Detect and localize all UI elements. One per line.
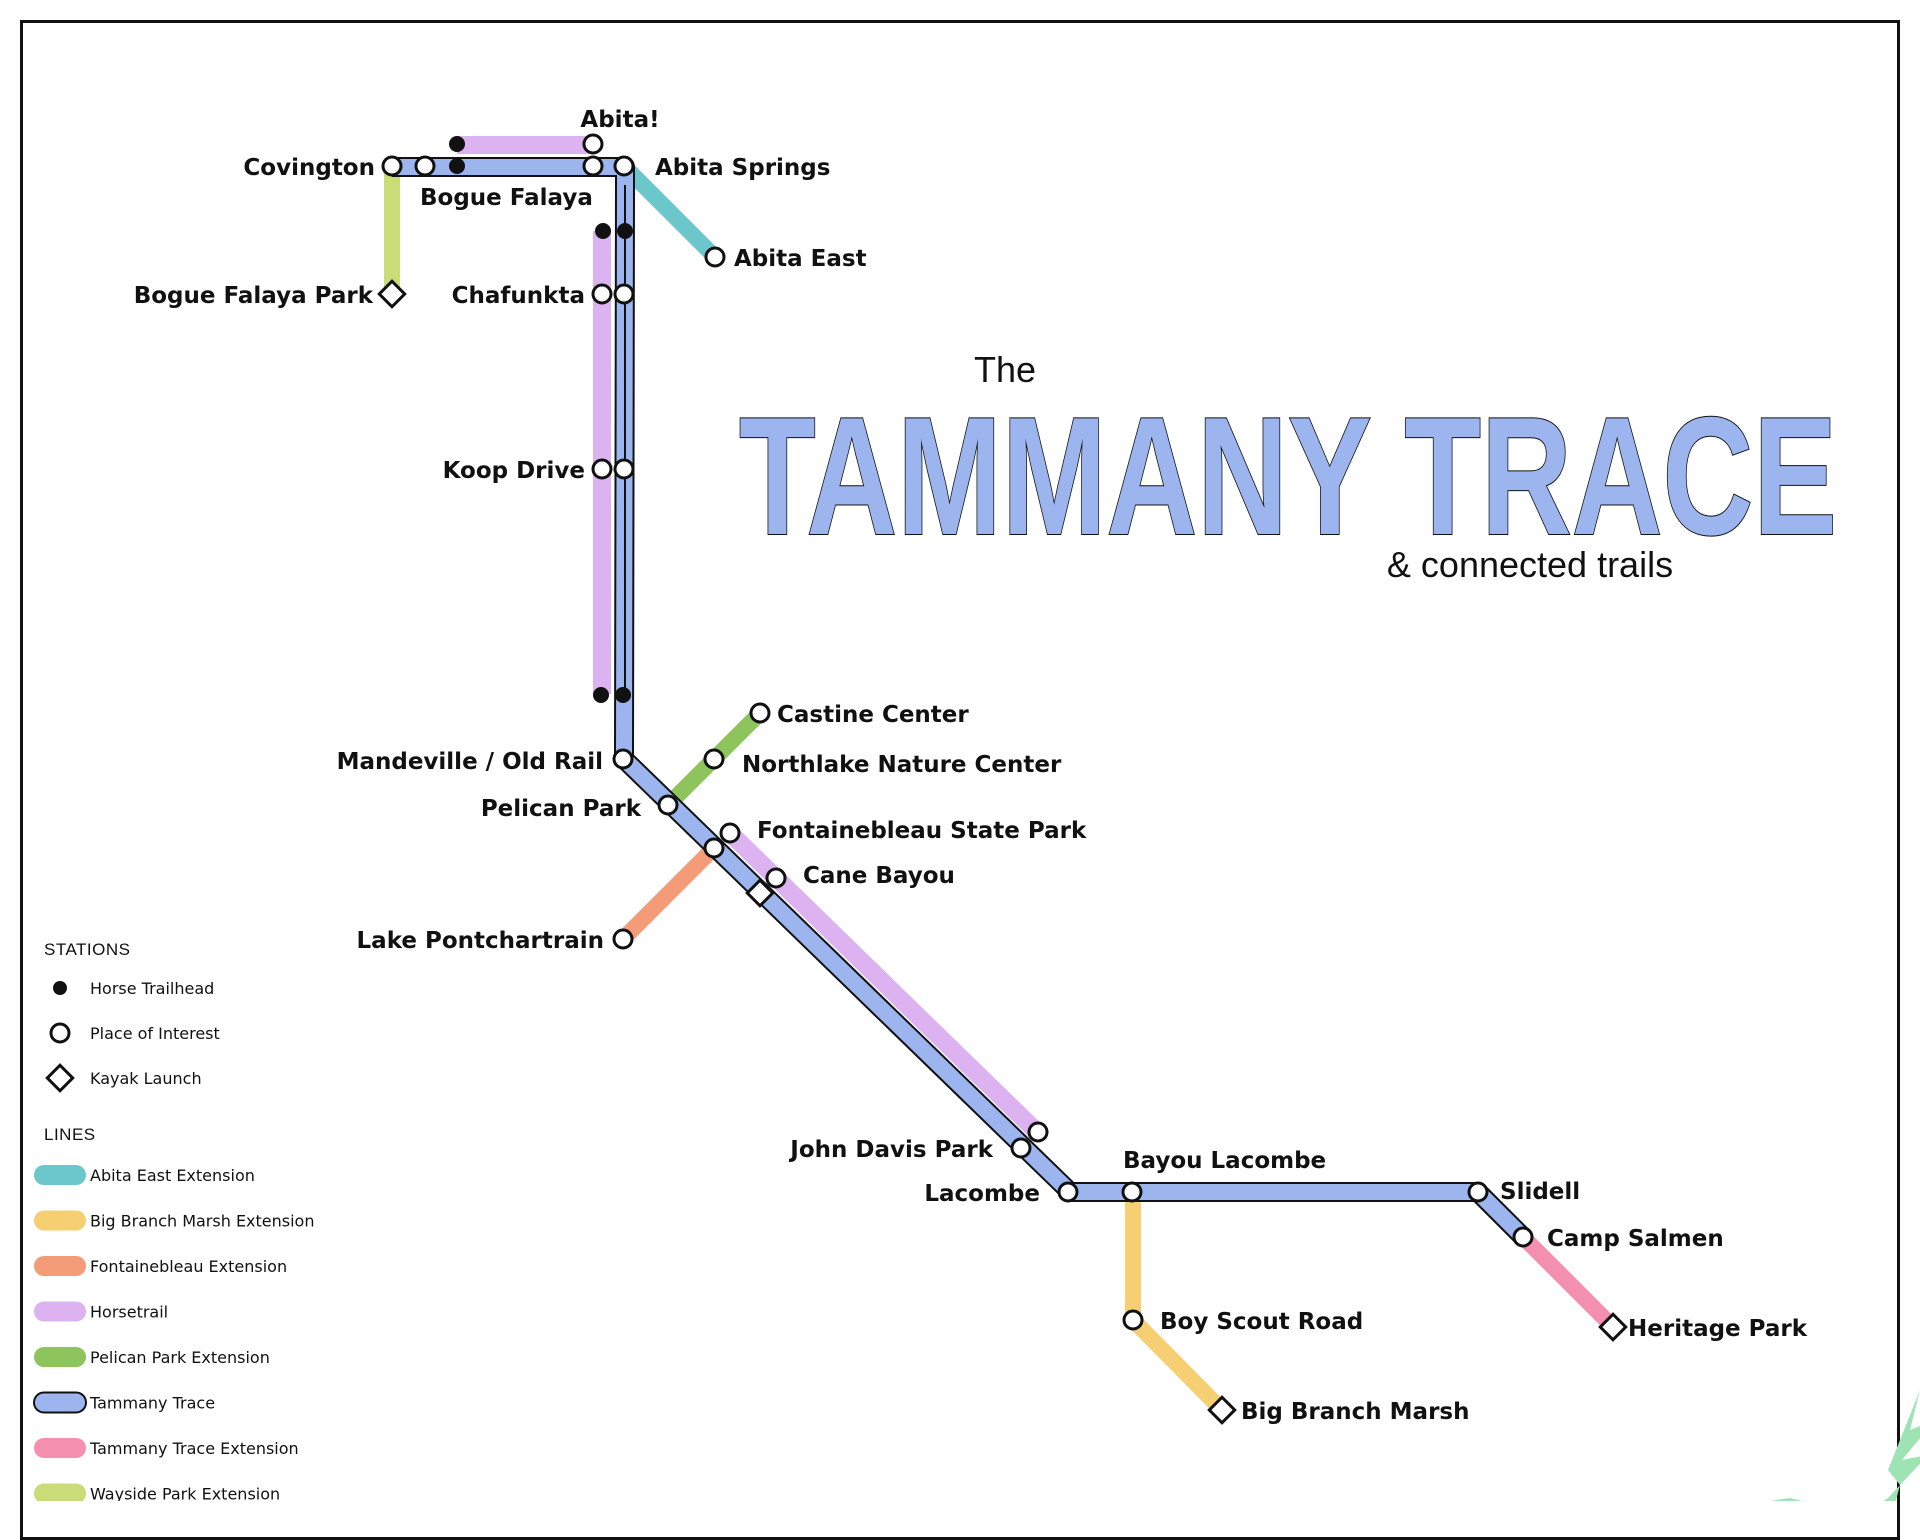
legend-line-label: Abita East Extension xyxy=(90,1166,255,1185)
station-label: Bogue Falaya xyxy=(420,185,593,211)
fontainebleau-junction-marker xyxy=(703,837,725,859)
station-label: Fontainebleau State Park xyxy=(757,818,1087,844)
chafunkta-horse-marker xyxy=(591,283,613,305)
abita-junction-marker xyxy=(582,155,604,177)
station-label: Northlake Nature Center xyxy=(742,752,1062,778)
bogue-falaya-marker xyxy=(414,155,436,177)
legend-station-label: Horse Trailhead xyxy=(90,979,214,998)
cane-bayou-kayak-marker xyxy=(745,878,775,908)
chafunkta-marker xyxy=(613,283,635,305)
diamond-icon xyxy=(45,1063,75,1093)
legend-line-label: Fontainebleau Extension xyxy=(90,1257,287,1276)
mandeville-marker xyxy=(612,748,634,770)
legend-station-label: Kayak Launch xyxy=(90,1069,202,1088)
abita-east-extension-line xyxy=(619,161,721,263)
tammany-trace-extension-line xyxy=(1517,1231,1619,1333)
abita-east-marker xyxy=(704,246,726,268)
logo-initials: mm xyxy=(1848,1480,1882,1501)
horse-trailhead-marker xyxy=(449,158,465,174)
station-labels: Abita! Covington Abita Springs Bogue Fal… xyxy=(134,107,1808,1425)
legend-line-label: Tammany Trace Extension xyxy=(89,1439,299,1458)
legend-line-label: Big Branch Marsh Extension xyxy=(90,1212,314,1231)
legend-line-swatch xyxy=(34,1438,86,1458)
cane-bayou-marker xyxy=(765,867,787,889)
station-label: Big Branch Marsh xyxy=(1241,1399,1469,1425)
logo: mm xyxy=(1770,1390,1920,1501)
koop-drive-horse-marker xyxy=(591,458,613,480)
horse-trailhead-marker xyxy=(617,223,633,239)
john-davis-park-marker xyxy=(1010,1137,1032,1159)
legend-line-label: Wayside Park Extension xyxy=(90,1485,280,1502)
horse-trailhead-marker xyxy=(449,136,465,152)
station-label: Abita East xyxy=(734,246,867,272)
station-label: Abita Springs xyxy=(655,155,830,181)
heritage-park-kayak-marker xyxy=(1598,1312,1628,1342)
big-branch-marsh-kayak-marker xyxy=(1207,1395,1237,1425)
bogue-falaya-park-kayak-marker xyxy=(377,279,407,309)
station-label: Heritage Park xyxy=(1628,1316,1808,1342)
pelican-icon xyxy=(1770,1390,1920,1501)
legend-line-swatch xyxy=(33,1391,87,1414)
pelican-park-marker xyxy=(657,794,679,816)
horse-trailhead-marker xyxy=(615,687,631,703)
horse-trailhead-marker xyxy=(595,223,611,239)
boy-scout-road-marker xyxy=(1122,1309,1144,1331)
northlake-marker xyxy=(703,748,725,770)
station-label: Covington xyxy=(243,155,375,181)
title-the: The xyxy=(974,349,1036,390)
legend-line-swatch xyxy=(34,1301,86,1322)
abita-springs-marker xyxy=(613,155,635,177)
station-label: Boy Scout Road xyxy=(1160,1309,1363,1335)
legend-line-swatch xyxy=(34,1483,86,1501)
fontainebleau-marker xyxy=(719,822,741,844)
legend: STATIONS Horse Trailhead Place of Intere… xyxy=(33,940,314,1502)
lake-pontchartrain-marker xyxy=(612,928,634,950)
fontainebleau-extension-line xyxy=(617,842,720,945)
legend-line-label: Pelican Park Extension xyxy=(90,1348,270,1367)
station-label: Lake Pontchartrain xyxy=(357,928,604,954)
lacombe-marker xyxy=(1057,1181,1079,1203)
john-davis-horse-marker xyxy=(1027,1121,1049,1143)
station-label: Chafunkta xyxy=(452,283,585,309)
station-label: Castine Center xyxy=(777,702,969,728)
legend-station-label: Place of Interest xyxy=(90,1024,220,1043)
legend-line-swatch xyxy=(34,1347,86,1367)
legend-line-swatch xyxy=(34,1210,86,1231)
castine-center-marker xyxy=(749,702,771,724)
legend-lines-heading: LINES xyxy=(44,1125,96,1144)
station-label: Camp Salmen xyxy=(1547,1226,1724,1252)
station-label: Pelican Park xyxy=(481,796,642,822)
trail-map: The TAMMANY TRACE & connected trails xyxy=(33,107,1920,1502)
horse-trailhead-marker xyxy=(593,687,609,703)
legend-stations-heading: STATIONS xyxy=(44,940,131,959)
camp-salmen-marker xyxy=(1512,1226,1534,1248)
station-label: Bayou Lacombe xyxy=(1123,1148,1326,1174)
bayou-lacombe-marker xyxy=(1121,1181,1143,1203)
legend-line-label: Tammany Trace xyxy=(89,1394,215,1413)
legend-line-label: Horsetrail xyxy=(90,1303,168,1322)
station-label: John Davis Park xyxy=(788,1137,993,1163)
title-sub: & connected trails xyxy=(1387,544,1673,585)
station-label: Mandeville / Old Rail xyxy=(337,749,603,775)
station-label: Koop Drive xyxy=(443,458,585,484)
station-label: Lacombe xyxy=(924,1181,1040,1207)
station-markers xyxy=(377,133,1628,1425)
legend-line-swatch xyxy=(34,1256,86,1276)
station-label: Cane Bayou xyxy=(803,863,955,889)
koop-drive-marker xyxy=(613,458,635,480)
station-label: Abita! xyxy=(580,107,659,133)
filled-dot-icon xyxy=(53,981,67,995)
covington-marker xyxy=(381,155,403,177)
open-circle-icon xyxy=(49,1022,71,1044)
title-main: TAMMANY TRACE xyxy=(739,382,1837,570)
station-label: Bogue Falaya Park xyxy=(134,283,374,309)
slidell-marker xyxy=(1467,1181,1489,1203)
legend-line-swatch xyxy=(34,1165,86,1185)
station-label: Slidell xyxy=(1500,1179,1580,1205)
big-branch-marsh-extension-line xyxy=(1125,1191,1228,1416)
abita-marker xyxy=(582,133,604,155)
